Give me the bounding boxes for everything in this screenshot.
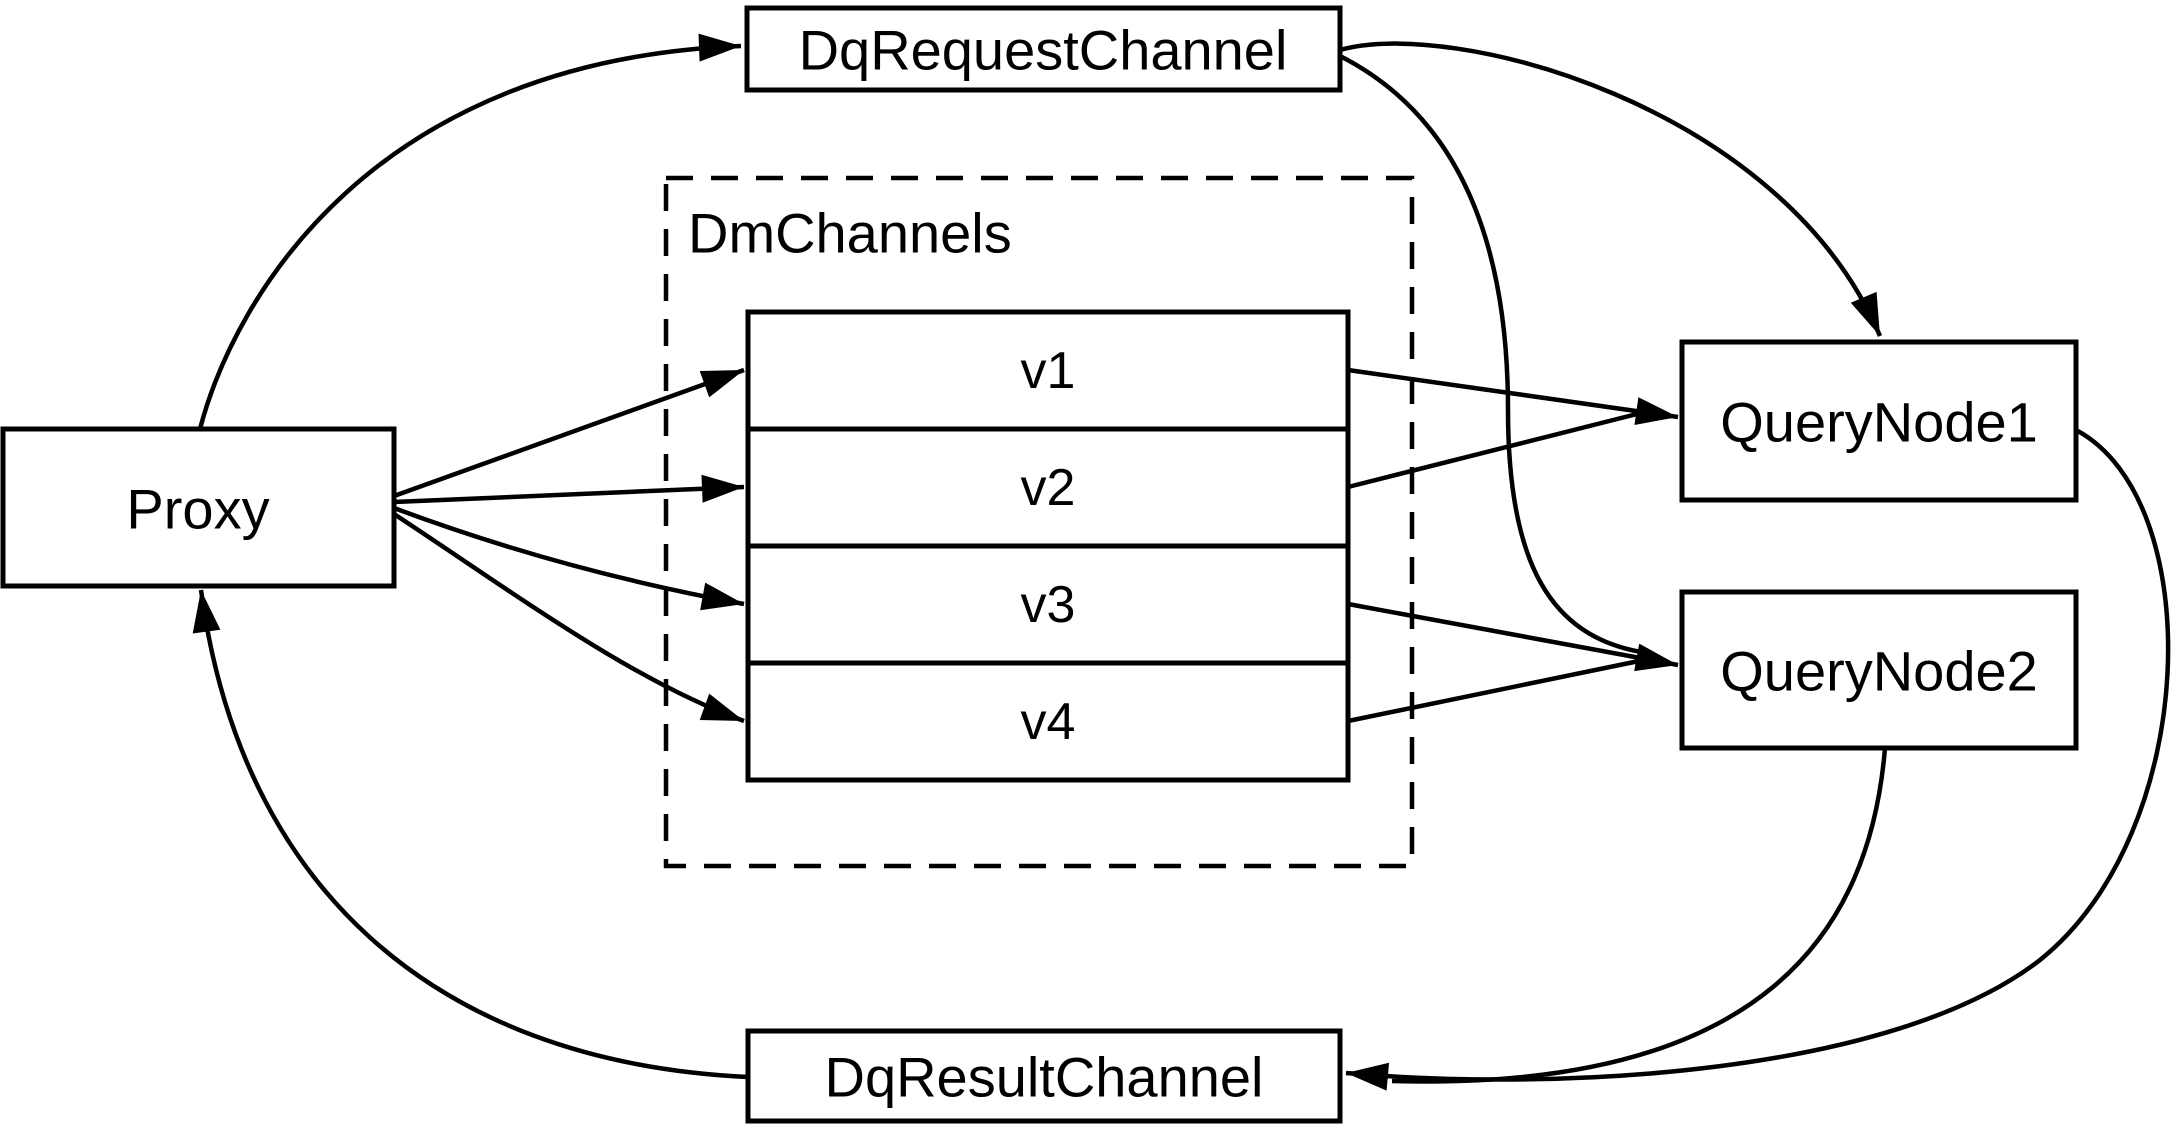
edge-v1-to-query-node-1 (1347, 367, 1679, 425)
edge-query-node-2-to-dq-result-channel (1391, 747, 1888, 1084)
proxy-label: Proxy (126, 478, 269, 541)
proxy-node: Proxy (0, 426, 397, 589)
edge-proxy-to-v2 (393, 474, 745, 505)
dq-request-channel-label: DqRequestChannel (799, 19, 1288, 82)
proxy-box (0, 426, 397, 589)
query-node-2-box (1679, 589, 2079, 751)
query-node-2: QueryNode2 (1679, 589, 2079, 751)
dq-result-channel-label: DqResultChannel (825, 1046, 1264, 1109)
dq-result-channel-node: DqResultChannel (745, 1028, 1343, 1124)
dq-request-channel-box (744, 5, 1343, 93)
channel-v3-label: v3 (1021, 576, 1076, 634)
query-node-1: QueryNode1 (1679, 339, 2079, 503)
dm-channels-group: DmChannels v1 v2 v3 v4 (663, 175, 1415, 869)
query-node-2-label: QueryNode2 (1720, 640, 2038, 703)
channel-v4-label: v4 (1021, 693, 1076, 751)
channel-v2-label: v2 (1021, 459, 1076, 517)
dq-result-channel-box (745, 1028, 1343, 1124)
edges-layer (192, 33, 2171, 1091)
query-node-1-label: QueryNode1 (1720, 391, 2038, 454)
edge-query-node-1-to-dq-result-channel (1345, 428, 2171, 1091)
edge-proxy-to-v4 (392, 512, 745, 724)
edge-v3-to-query-node-2 (1347, 601, 1679, 672)
dm-channels-label: DmChannels (688, 202, 1012, 265)
channel-table: v1 v2 v3 v4 (745, 309, 1351, 783)
edge-dq-request-channel-to-query-node-2 (1338, 53, 1642, 655)
edge-v4-to-query-node-2 (1347, 658, 1640, 724)
edge-dq-result-channel-to-proxy (192, 589, 749, 1080)
edge-v2-to-query-node-1 (1347, 411, 1638, 490)
edge-proxy-to-v3 (393, 505, 745, 611)
query-node-1-box (1679, 339, 2079, 503)
dq-request-channel-node: DqRequestChannel (744, 5, 1343, 93)
edge-proxy-to-v1 (393, 367, 745, 499)
dm-channels-container (663, 175, 1415, 869)
channel-v1-label: v1 (1021, 342, 1076, 400)
edge-proxy-to-dq-request-channel (197, 33, 742, 430)
edge-dq-request-channel-to-query-node-1 (1339, 41, 1883, 337)
